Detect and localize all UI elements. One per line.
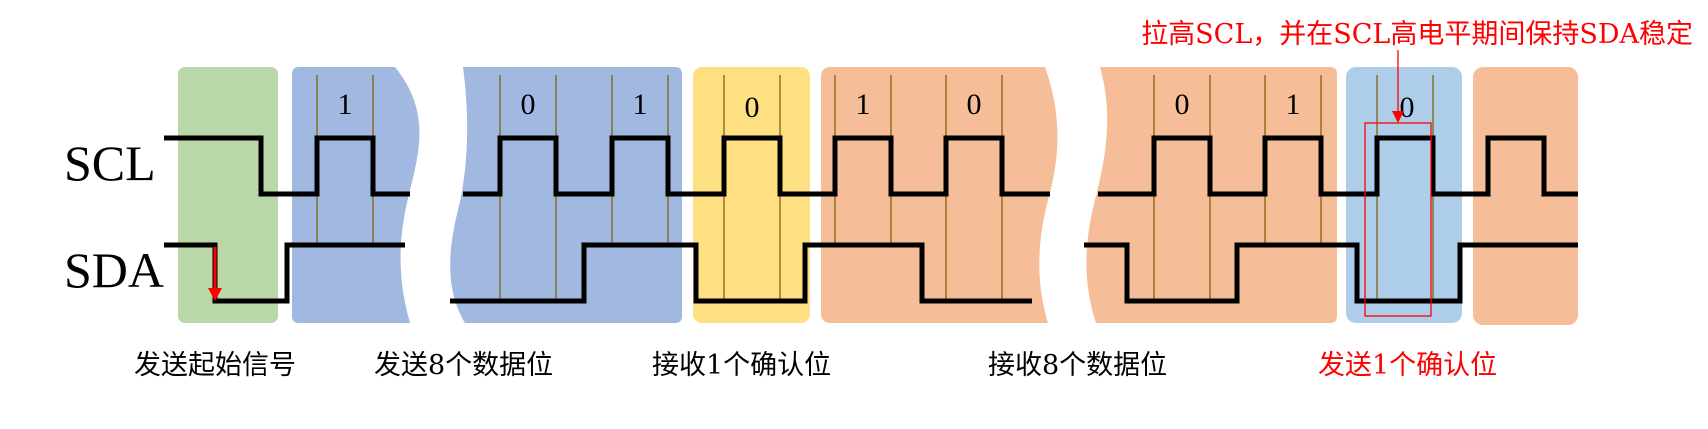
annotation-text: 拉高SCL，并在SCL高电平期间保持SDA稳定 <box>1141 19 1693 50</box>
sda-waveform <box>164 242 1578 304</box>
bit-label: 0 <box>521 88 536 121</box>
start-arrow-icon <box>208 247 222 301</box>
phase-caption-receive-data: 接收8个数据位 <box>988 350 1167 381</box>
bit-label: 1 <box>338 88 353 121</box>
bit-label: 1 <box>856 88 871 121</box>
receive-ack-box <box>693 67 810 323</box>
phase-caption-receive-ack: 接收1个确认位 <box>652 350 831 381</box>
phase-caption-start: 发送起始信号 <box>134 350 296 381</box>
send-data-box-left <box>292 67 420 323</box>
bit-label: 0 <box>745 91 760 124</box>
annotation-arrow-icon <box>1392 50 1404 123</box>
bit-label: 1 <box>633 88 648 121</box>
stop-phase-box <box>1473 67 1578 325</box>
bit-label: 1 <box>1286 88 1301 121</box>
bit-label: 0 <box>1175 88 1190 121</box>
scl-label: SCL <box>64 135 156 191</box>
phase-caption-send-ack: 发送1个确认位 <box>1318 350 1497 381</box>
start-phase-box <box>178 67 278 323</box>
sda-label: SDA <box>64 242 164 298</box>
bit-label: 0 <box>1400 91 1415 124</box>
phase-caption-send-data: 发送8个数据位 <box>374 350 553 381</box>
bit-label: 0 <box>967 88 982 121</box>
scl-waveform <box>164 135 1578 197</box>
